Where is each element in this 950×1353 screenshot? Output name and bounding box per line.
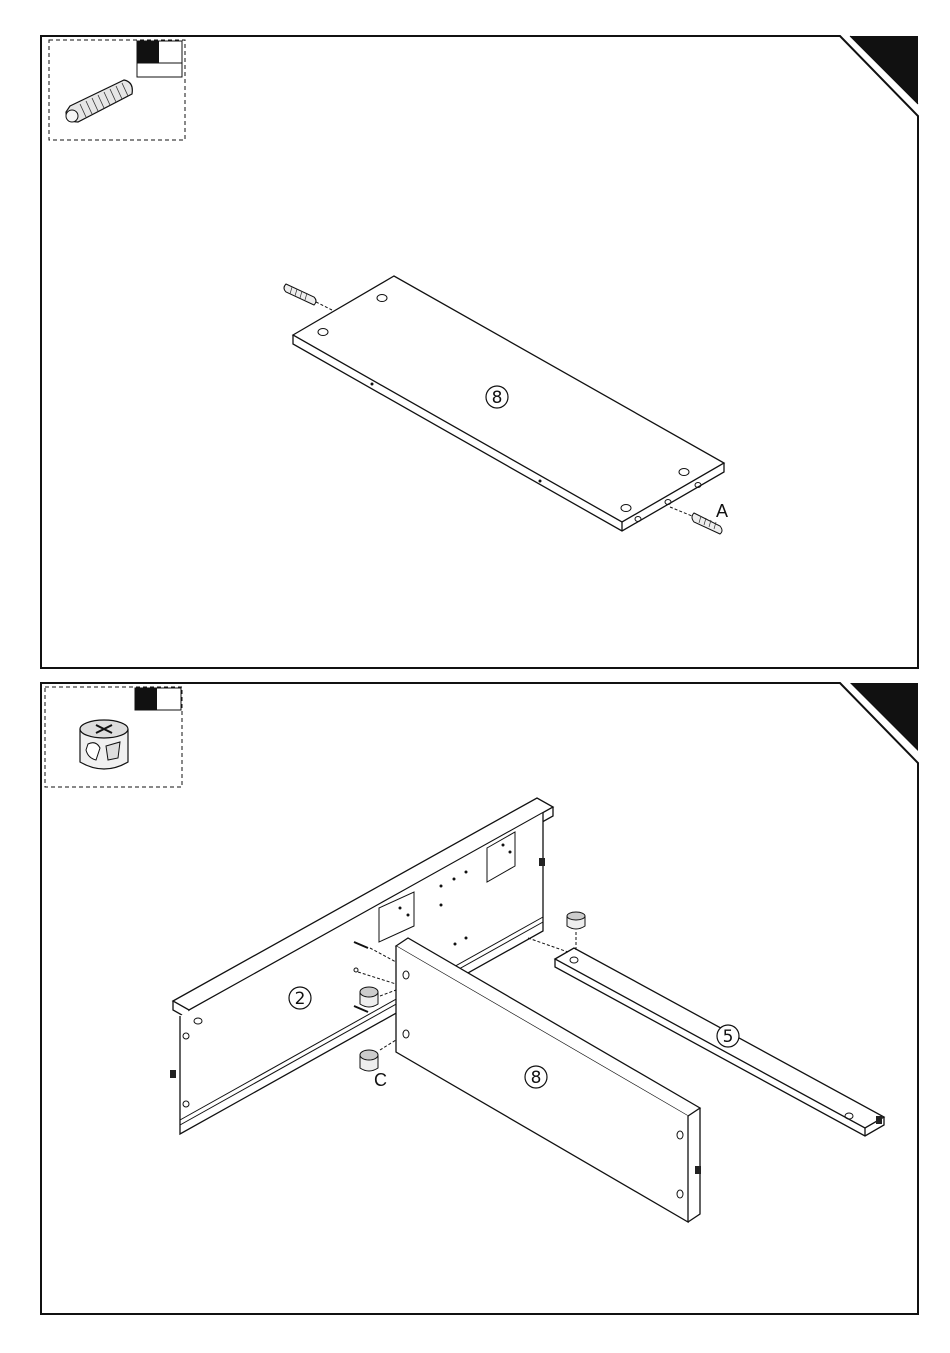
hardware-label-a: A: [716, 501, 728, 521]
part-number-8-label: 8: [486, 386, 508, 408]
dowel-bottom-right: [670, 507, 722, 534]
part-number-2-label: 2: [289, 987, 311, 1009]
cam-lock-icon: [80, 720, 128, 769]
step-2-panel: 2 8 5: [0, 680, 950, 1353]
board-8: [293, 276, 724, 531]
step-2-corner-tab: [850, 683, 918, 751]
part-number-8-label-step2: 8: [525, 1066, 547, 1088]
part-number-5-label: 5: [717, 1025, 739, 1047]
dowel-top-left: [284, 284, 332, 310]
step-2-diagram: 2 8 5: [0, 680, 950, 1353]
quantity-indicator-2: [135, 688, 181, 710]
quantity-indicator: [137, 41, 182, 77]
step-1-diagram: 8 A: [0, 0, 950, 680]
step-1-panel: 8 A: [0, 0, 950, 680]
wooden-dowel-icon: [66, 80, 132, 122]
board-8-side: [396, 938, 701, 1222]
cam-lock-bottom: [360, 1040, 396, 1071]
hardware-label-c: C: [374, 1070, 387, 1090]
svg-text:5: 5: [723, 1027, 734, 1047]
svg-text:2: 2: [295, 989, 306, 1009]
svg-text:8: 8: [492, 388, 503, 408]
svg-text:8: 8: [531, 1068, 542, 1088]
